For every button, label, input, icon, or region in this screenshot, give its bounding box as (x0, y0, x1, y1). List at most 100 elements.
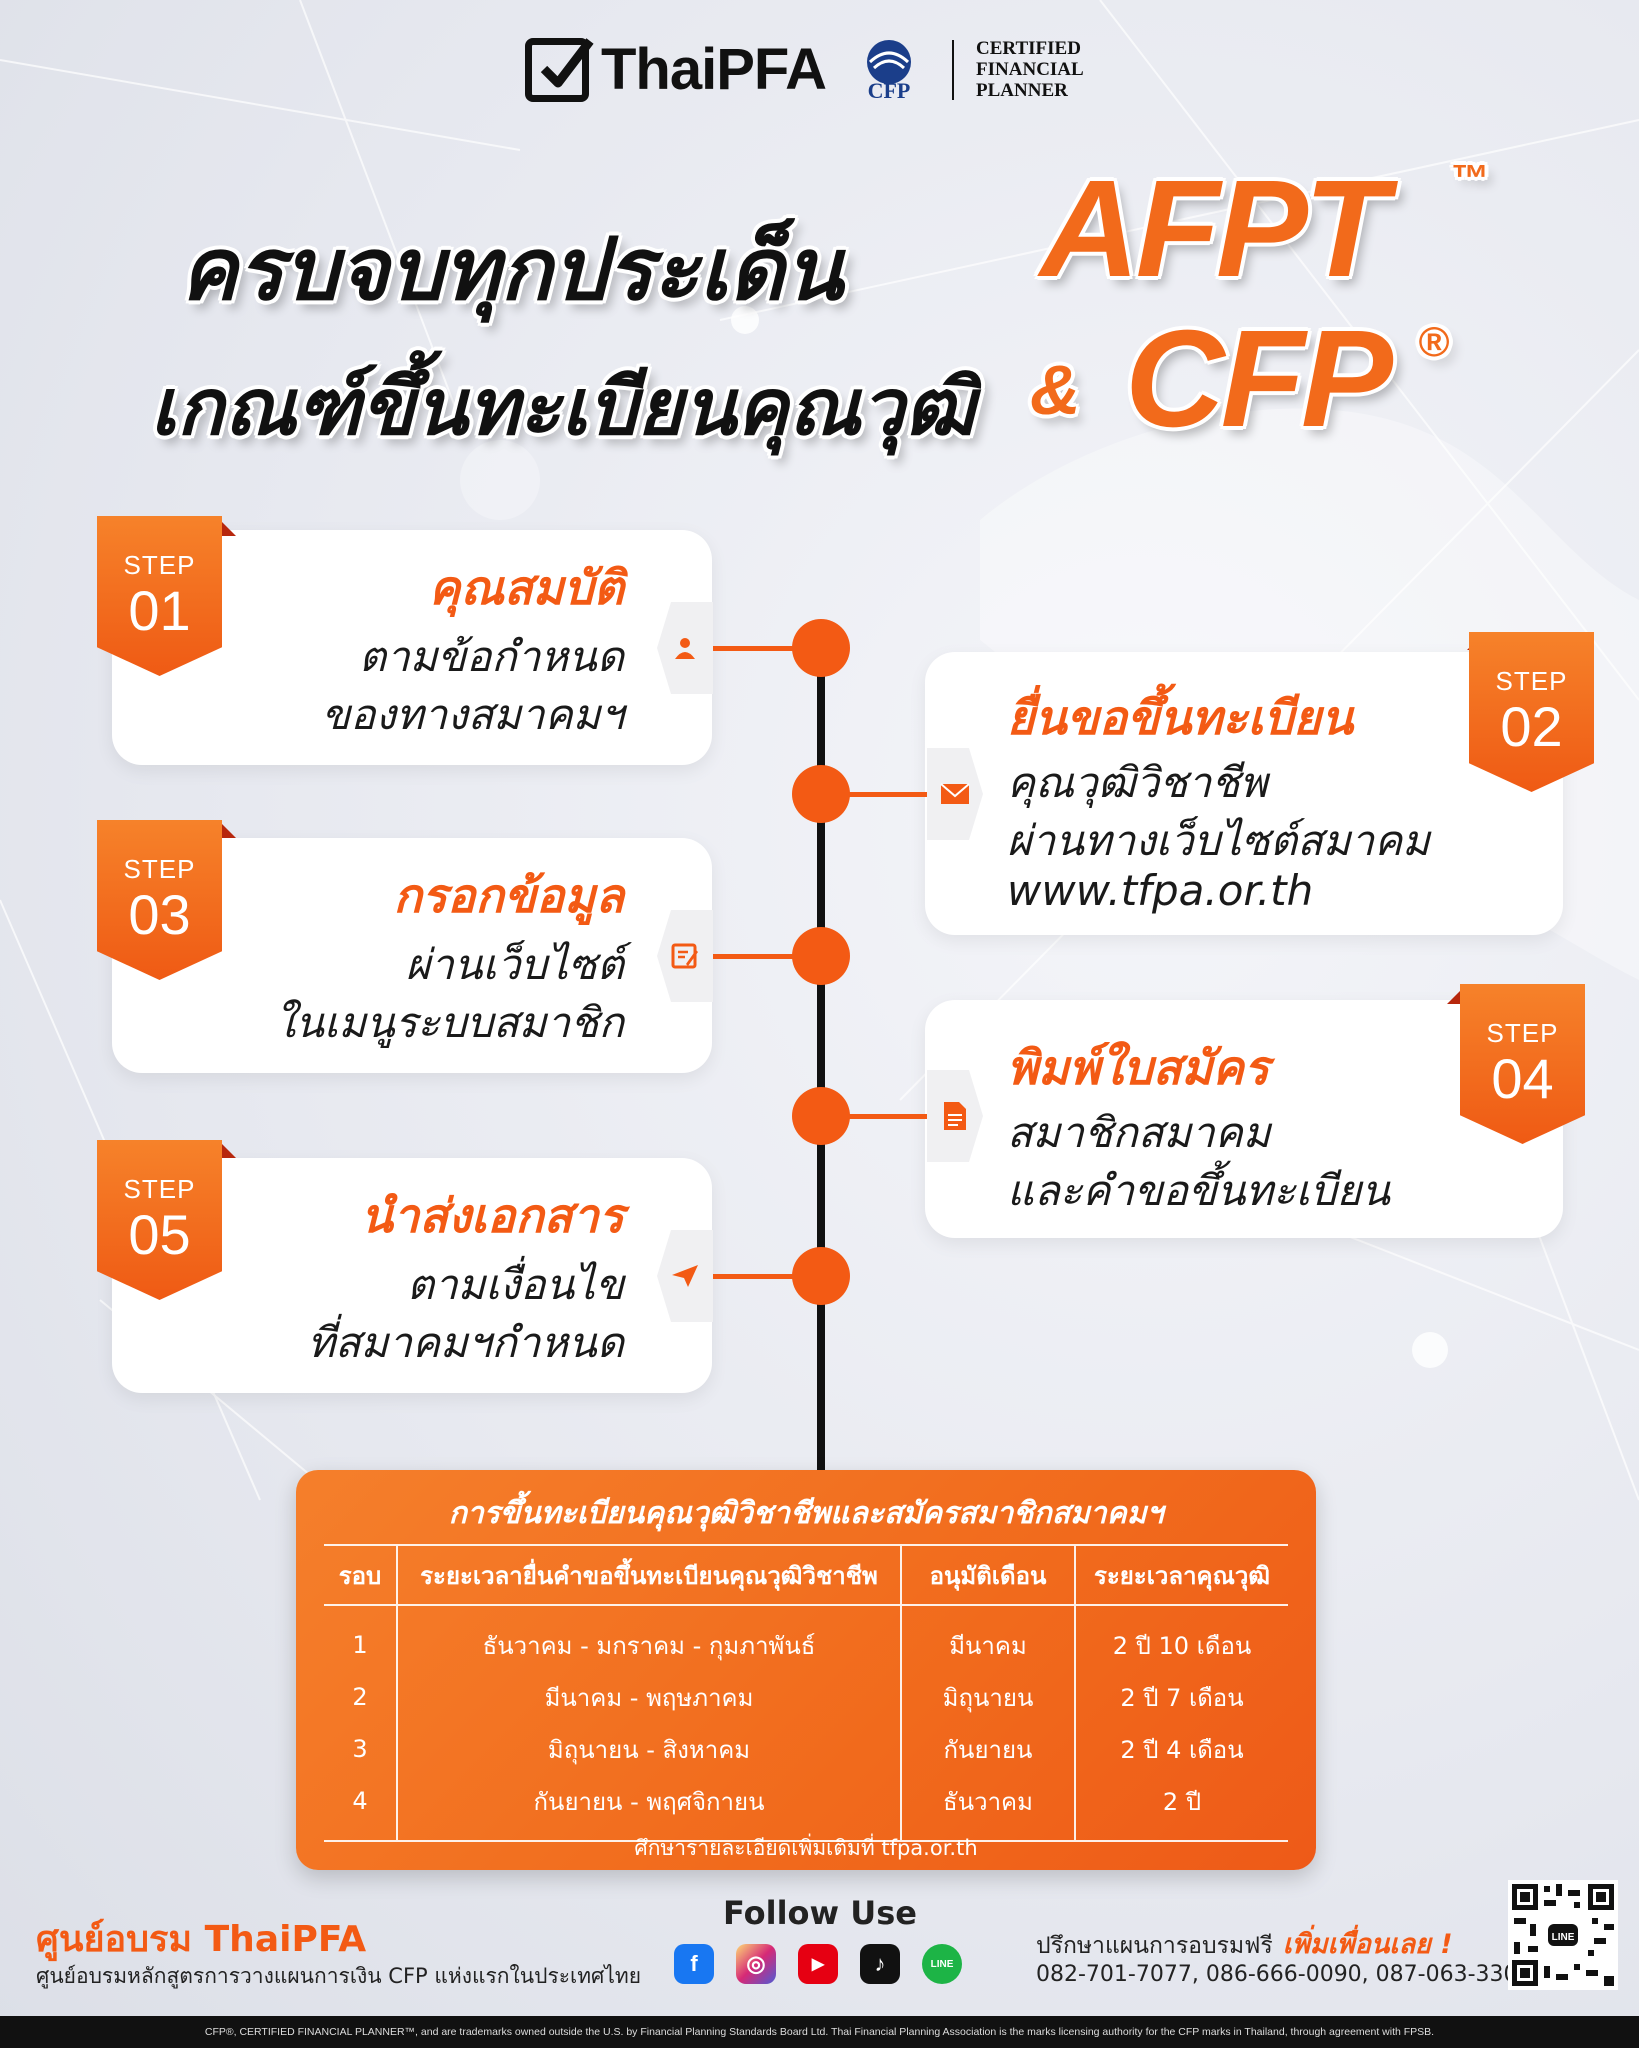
column-header: ระยะเวลาคุณวุฒิ (1074, 1544, 1288, 1606)
consult-label: ปรึกษาแผนการอบรมฟรี (1036, 1933, 1273, 1959)
step-01-badge: STEP 01 (97, 516, 222, 676)
cfp-text-line: CERTIFIED (976, 38, 1081, 59)
step-05-badge: STEP 05 (97, 1140, 222, 1300)
consult-text: ปรึกษาแผนการอบรมฟรี เพิ่มเพื่อนเลย ! (1036, 1922, 1453, 1965)
table-cell: 3 (352, 1735, 368, 1763)
cfp-mark-text: CFP (868, 78, 911, 102)
table-row: 4 กันยายน - พฤศจิกายน ธันวาคม 2 ปี (324, 1775, 1288, 1842)
step-02-badge: STEP 02 (1469, 632, 1594, 792)
step-line: www.tfpa.or.th (1007, 866, 1314, 915)
training-center-subtitle: ศูนย์อบรมหลักสูตรการวางแผนการเงิน CFP แห… (36, 1964, 642, 1988)
checkbox-logo-icon (525, 37, 594, 102)
step-title: นำส่งเอกสาร (360, 1189, 624, 1244)
trademark-symbol: ™ (1450, 158, 1488, 200)
step-04-badge: STEP 04 (1460, 984, 1585, 1144)
follow-label: Follow Use (723, 1894, 917, 1932)
step-line: ที่สมาคมฯกำหนด (307, 1318, 624, 1367)
line-icon[interactable]: LINE (922, 1944, 962, 1984)
line-qr-code-icon[interactable]: LINE (1508, 1880, 1618, 1990)
table-cell: 4 (324, 1775, 397, 1842)
table-cell: 1 (352, 1631, 368, 1659)
headline-line-2: เกณฑ์ขึ้นทะเบียนคุณวุฒิ (150, 363, 975, 453)
connector-line (713, 646, 803, 651)
legal-disclaimer: CFP®, CERTIFIED FINANCIAL PLANNER™, and … (0, 2016, 1639, 2048)
step-03-badge: STEP 03 (97, 820, 222, 980)
step-line: และคำขอขึ้นทะเบียน (1007, 1166, 1390, 1215)
step-title: คุณสมบัติ (428, 561, 624, 616)
connector-line (845, 792, 927, 797)
step-number: 05 (128, 1203, 191, 1266)
step-title: พิมพ์ใบสมัคร (1007, 1041, 1270, 1096)
step-title: กรอกข้อมูล (393, 869, 624, 924)
table-header-row: รอบ ระยะเวลายื่นคำขอขึ้นทะเบียนคุณวุฒิวิ… (324, 1544, 1288, 1606)
column-header: อนุมัติเดือน (900, 1544, 1075, 1606)
schedule-title: การขึ้นทะเบียนคุณวุฒิวิชาชีพและสมัครสมาช… (448, 1496, 1164, 1531)
schedule-panel: การขึ้นทะเบียนคุณวุฒิวิชาชีพและสมัครสมาช… (296, 1470, 1316, 1870)
step-line: สมาชิกสมาคม (1007, 1108, 1271, 1157)
timeline-line (817, 640, 825, 1475)
table-cell: มิถุนายน - สิงหาคม (396, 1723, 901, 1775)
table-cell: กันยายน (900, 1723, 1075, 1775)
cfp-title: CFP (1125, 302, 1393, 456)
step-02-card: ยื่นขอขึ้นทะเบียน คุณวุฒิวิชาชีพ ผ่านทาง… (925, 652, 1563, 935)
social-links: f ◎ ▶ ♪ LINE (674, 1944, 962, 1984)
table-cell: ธันวาคม (900, 1775, 1075, 1842)
connector-line (713, 1274, 803, 1279)
certified-financial-planner-text: CERTIFIED FINANCIAL PLANNER (976, 38, 1084, 101)
person-icon (675, 638, 695, 659)
step-04-card: พิมพ์ใบสมัคร สมาชิกสมาคม และคำขอขึ้นทะเบ… (925, 1000, 1563, 1238)
step-line: ในเมนูระบบสมาชิก (274, 998, 624, 1047)
timeline-dot (792, 927, 850, 985)
step-line: ผ่านเว็บไซต์ (405, 940, 624, 989)
facebook-icon[interactable]: f (674, 1944, 714, 1984)
step-label: STEP (123, 1174, 196, 1204)
instagram-icon[interactable]: ◎ (736, 1944, 776, 1984)
cfp-text-line: PLANNER (976, 80, 1068, 101)
step-line: ผ่านทางเว็บไซต์สมาคม (1007, 816, 1430, 865)
column-header: ระยะเวลายื่นคำขอขึ้นทะเบียนคุณวุฒิวิชาชี… (396, 1544, 901, 1606)
add-friend-link[interactable]: เพิ่มเพื่อนเลย ! (1282, 1929, 1453, 1960)
registered-symbol: ® (1418, 318, 1449, 365)
table-cell: มีนาคม (900, 1605, 1075, 1671)
connector-line (845, 1114, 927, 1119)
tiktok-icon[interactable]: ♪ (860, 1944, 900, 1984)
step-number: 01 (128, 579, 191, 642)
timeline-dot (792, 1087, 850, 1145)
step-number: 04 (1491, 1047, 1554, 1110)
youtube-icon[interactable]: ▶ (798, 1944, 838, 1984)
step-number: 03 (128, 883, 191, 946)
step-label: STEP (123, 854, 196, 884)
cfp-text-line: FINANCIAL (976, 59, 1084, 80)
logo-divider (952, 39, 955, 100)
brand-name: ThaiPFA (601, 37, 827, 102)
step-line: ของทางสมาคมฯ (321, 690, 625, 739)
timeline-dot (792, 1247, 850, 1305)
table-cell: มีนาคม - พฤษภาคม (396, 1671, 901, 1723)
phone-numbers: 082-701-7077, 086-666-0090, 087-063-3306 (1036, 1962, 1532, 1987)
qr-label: LINE (1552, 1932, 1575, 1943)
ampersand: & (1030, 351, 1081, 429)
timeline-dot (792, 765, 850, 823)
step-label: STEP (123, 550, 196, 580)
column-header: รอบ (324, 1544, 397, 1606)
document-icon (944, 1102, 966, 1130)
paper-plane-icon (672, 1265, 698, 1287)
step-label: STEP (1486, 1018, 1559, 1048)
schedule-table: รอบ ระยะเวลายื่นคำขอขึ้นทะเบียนคุณวุฒิวิ… (324, 1544, 1288, 1842)
table-cell: 2 ปี 4 เดือน (1074, 1723, 1288, 1775)
envelope-icon (940, 783, 970, 804)
step-title: ยื่นขอขึ้นทะเบียน (1007, 691, 1354, 746)
header-logos: ThaiPFA CFP CERTIFIED FINANCIAL PLANNER (525, 36, 1084, 103)
table-row: 1 ธันวาคม - มกราคม - กุมภาพันธ์ มีนาคม 2… (324, 1605, 1288, 1671)
step-label: STEP (1495, 666, 1568, 696)
table-cell: 2 ปี 10 เดือน (1074, 1605, 1288, 1671)
step-line: ตามเงื่อนไข (406, 1260, 624, 1309)
training-center-title: ศูนย์อบรม ThaiPFA (36, 1919, 367, 1960)
connector-line (713, 954, 803, 959)
table-cell: มิถุนายน (900, 1671, 1075, 1723)
table-cell: 2 ปี (1074, 1775, 1288, 1842)
cfp-emblem-icon: CFP (867, 39, 912, 102)
step-line: คุณวุฒิวิชาชีพ (1007, 758, 1268, 807)
schedule-note: ศึกษารายละเอียดเพิ่มเติมที่ tfpa.or.th (634, 1836, 978, 1860)
table-cell: ธันวาคม - มกราคม - กุมภาพันธ์ (396, 1605, 901, 1671)
